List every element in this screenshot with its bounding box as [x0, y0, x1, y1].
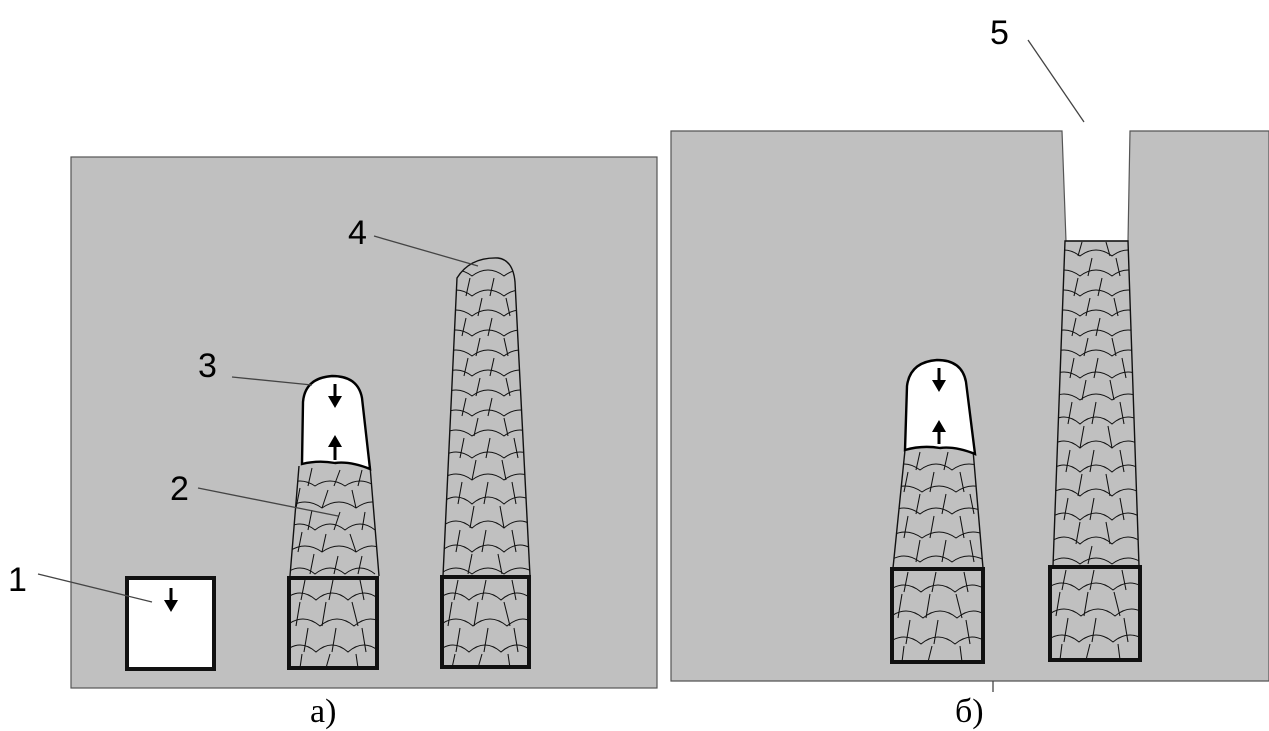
- short-column-a: [287, 374, 380, 670]
- leader-1: [37, 573, 153, 603]
- caption-right: б): [955, 693, 984, 730]
- label-1: 1: [8, 561, 27, 599]
- short-column-b: [890, 358, 985, 664]
- leader-4: [373, 235, 479, 267]
- label-5: 5: [990, 14, 1009, 52]
- filled-channel-b: [1048, 240, 1142, 662]
- label-4: 4: [348, 214, 367, 252]
- leader-5: [1027, 39, 1085, 123]
- leader-2: [197, 487, 339, 517]
- tall-column-a: [440, 257, 531, 669]
- leader-3: [231, 376, 313, 386]
- caption-left: а): [310, 693, 336, 730]
- label-3: 3: [198, 347, 217, 385]
- item-1-empty-square: [125, 576, 216, 671]
- label-2: 2: [170, 470, 189, 508]
